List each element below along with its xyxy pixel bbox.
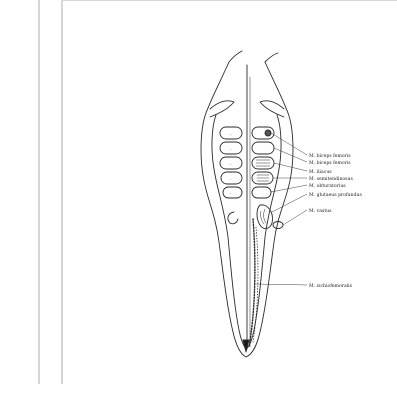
left-stem (229, 51, 242, 62)
callout-label-4: M. semitendinosus (309, 176, 353, 182)
right-band-5 (252, 187, 271, 198)
callout-label-5: M. obturatorius (309, 183, 346, 189)
left-hook (228, 212, 238, 224)
callout-label-3: M. iliacus (309, 169, 332, 175)
right-marker-dot (265, 130, 271, 136)
callout-label-8: M. ischiofemoralis (309, 283, 353, 289)
svg-text:·: · (230, 147, 232, 153)
svg-text:·: · (230, 191, 232, 197)
svg-text:·: · (230, 132, 232, 138)
callout-label-2: M. biceps femoris (309, 160, 351, 166)
content-column-border (61, 0, 63, 384)
left-shoulder (210, 101, 234, 117)
callout-label-6: M. glutaeus profundus (309, 192, 362, 198)
content-top-rule (61, 0, 397, 1)
left-band-5 (223, 187, 242, 198)
svg-text:·: · (230, 162, 232, 168)
inner-outline (212, 115, 281, 349)
callout-label-7: M. vastus (309, 208, 332, 214)
right-stem (265, 53, 278, 62)
right-shoulder (260, 101, 284, 117)
left-column-border (38, 0, 40, 384)
callout-label-1: M. biceps femoris (309, 153, 351, 159)
right-band-2 (252, 142, 274, 154)
svg-text:·: · (230, 177, 232, 183)
anatomical-figure: · · · · · (120, 47, 371, 367)
muscle-diagram: · · · · · (120, 47, 371, 367)
